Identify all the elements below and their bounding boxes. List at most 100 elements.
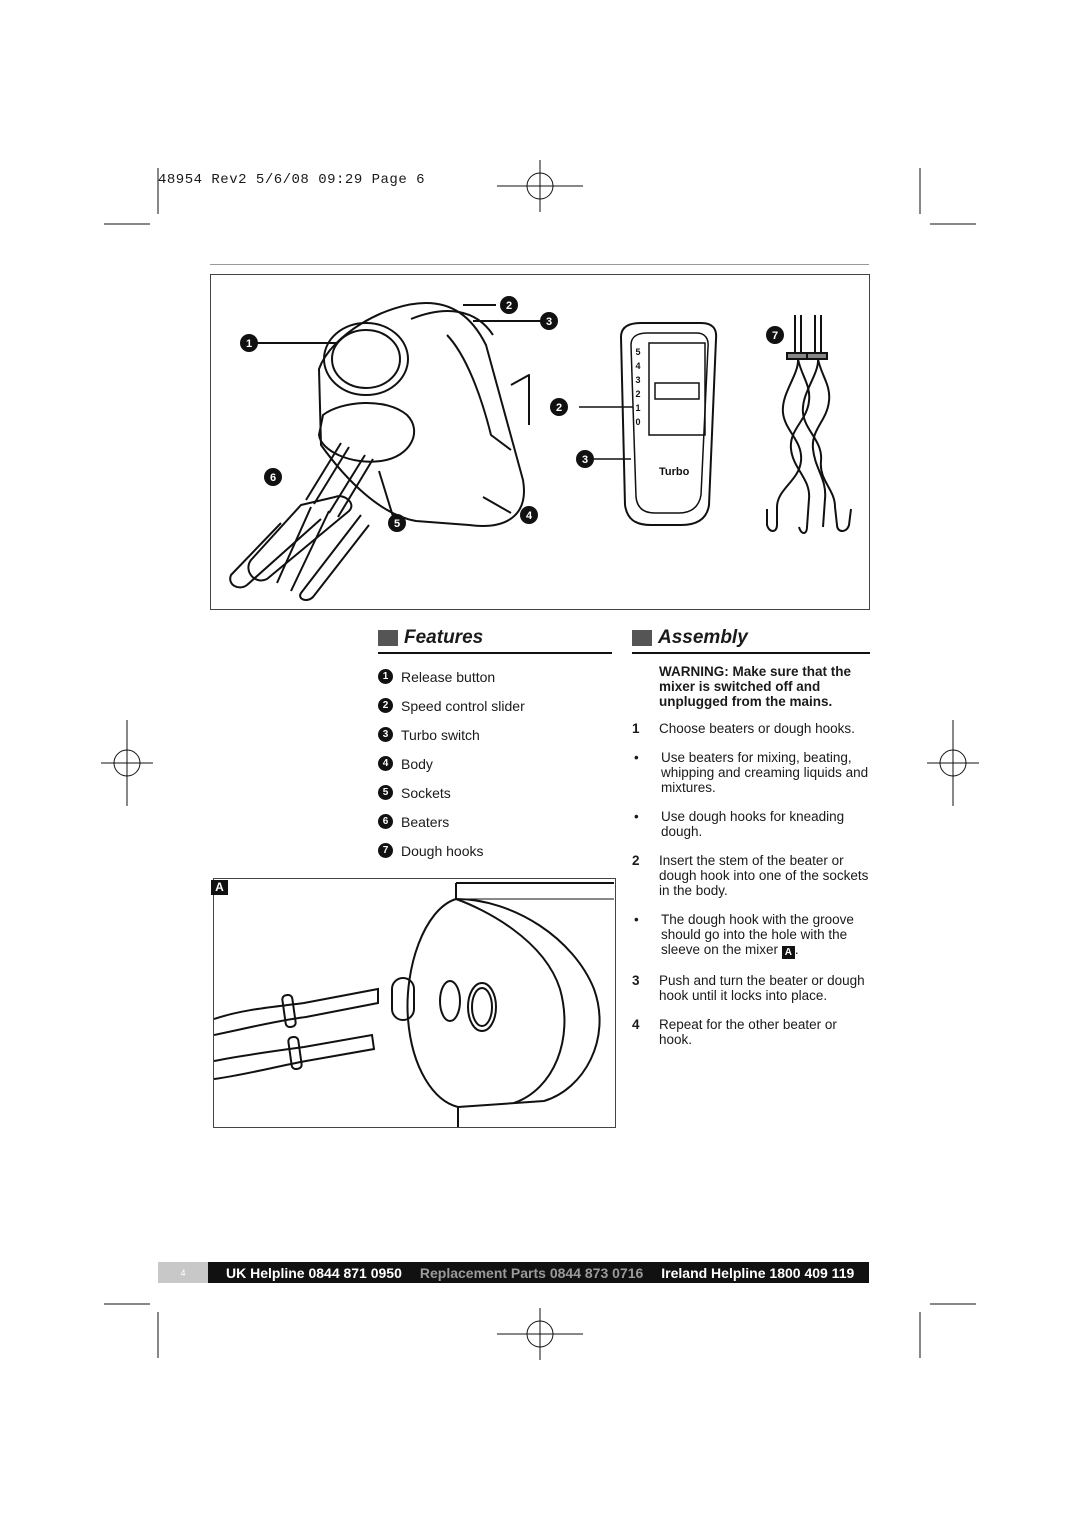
- assembly-step: • Use dough hooks for kneading dough.: [632, 809, 870, 839]
- stem-sleeve: [281, 993, 297, 1029]
- step-mark: 3: [632, 973, 640, 988]
- registration-mark-bottom: [497, 1308, 583, 1360]
- svg-text:2: 2: [635, 389, 640, 399]
- speed-scale: 5 4 3 2 1 0: [635, 347, 640, 427]
- svg-text:2: 2: [556, 402, 562, 414]
- step-text: The dough hook with the groove should go…: [661, 912, 854, 959]
- turbo-label: Turbo: [659, 466, 690, 478]
- beater-cage: [247, 495, 353, 582]
- svg-text:2: 2: [506, 300, 512, 312]
- assembly-heading: Assembly: [632, 624, 870, 654]
- svg-text:1: 1: [246, 338, 252, 350]
- assembly-section: Assembly: [632, 624, 870, 654]
- socket-dome: [318, 402, 416, 463]
- socket-sleeve: [391, 977, 415, 1021]
- list-item: 2 Speed control slider: [378, 691, 610, 720]
- svg-text:5: 5: [394, 518, 400, 530]
- section-marker: [632, 630, 652, 646]
- item-label: Beaters: [401, 813, 450, 830]
- svg-text:6: 6: [270, 472, 276, 484]
- assembly-step: • The dough hook with the groove should g…: [632, 912, 870, 959]
- item-label: Turbo switch: [401, 726, 480, 743]
- step-mark: •: [634, 912, 639, 927]
- step-text: Repeat for the other beater or hook.: [659, 1017, 837, 1047]
- step-text: Insert the stem of the beater or dough h…: [659, 853, 869, 898]
- step-text: Use beaters for mixing, beating, whippin…: [661, 750, 869, 795]
- svg-text:1: 1: [635, 403, 640, 413]
- step-mark: 2: [632, 853, 640, 868]
- uk-helpline: UK Helpline 0844 871 0950: [226, 1264, 402, 1281]
- svg-text:3: 3: [546, 316, 552, 328]
- page-number: 4: [158, 1262, 208, 1283]
- registration-mark-top: [497, 160, 583, 212]
- assembly-step: 4 Repeat for the other beater or hook.: [632, 1017, 870, 1047]
- figure-a: [213, 878, 616, 1128]
- assembly-step: 1 Choose beaters or dough hooks.: [632, 721, 870, 736]
- body-front: [406, 883, 459, 1127]
- replacement-parts: Replacement Parts 0844 873 0716: [419, 1264, 644, 1281]
- list-item: 1 Release button: [378, 662, 610, 691]
- mixer-callouts: 1 2 3 4 5 6: [240, 296, 558, 532]
- print-slug: 48954 Rev2 5/6/08 09:29 Page 6: [158, 172, 426, 188]
- item-number: 5: [378, 785, 393, 800]
- item-label: Body: [401, 755, 433, 772]
- dough-hooks: [766, 315, 852, 534]
- features-illustration: 1 2 3 4 5 6 5 4 3 2 1 0 Turbo 2 3: [210, 274, 870, 610]
- release-button: [323, 322, 409, 396]
- item-label: Sockets: [401, 784, 451, 801]
- list-item: 5 Sockets: [378, 778, 610, 807]
- list-item: 6 Beaters: [378, 807, 610, 836]
- ireland-helpline: Ireland Helpline 1800 409 119: [661, 1264, 855, 1281]
- item-label: Release button: [401, 668, 496, 685]
- helpline-footer: 4 UK Helpline 0844 871 0950 Replacement …: [158, 1262, 869, 1283]
- svg-text:4: 4: [526, 510, 533, 522]
- socket-hole: [439, 980, 461, 1022]
- dough-hook-callout: 7: [772, 330, 778, 342]
- features-section: Features: [378, 624, 612, 654]
- step-mark: 1: [632, 721, 640, 736]
- step-mark: 4: [632, 1017, 640, 1032]
- assembly-step: 2 Insert the stem of the beater or dough …: [632, 853, 870, 898]
- svg-text:0: 0: [635, 417, 640, 427]
- list-item: 4 Body: [378, 749, 610, 778]
- step-text: Choose beaters or dough hooks.: [659, 721, 855, 736]
- item-number: 2: [378, 698, 393, 713]
- section-marker: [378, 630, 398, 646]
- item-number: 4: [378, 756, 393, 771]
- list-item: 7 Dough hooks: [378, 836, 610, 865]
- item-label: Speed control slider: [401, 697, 525, 714]
- header-rule: [210, 264, 869, 265]
- item-number: 7: [378, 843, 393, 858]
- assembly-body: WARNING: Make sure that the mixer is swi…: [632, 660, 870, 1061]
- svg-text:4: 4: [635, 361, 640, 371]
- beater-stem: [213, 987, 379, 1036]
- assembly-step: • Use beaters for mixing, beating, whippi…: [632, 750, 870, 795]
- item-number: 1: [378, 669, 393, 684]
- svg-text:3: 3: [635, 375, 640, 385]
- figure-ref-badge: A: [781, 946, 795, 959]
- step-text: Use dough hooks for kneading dough.: [661, 809, 845, 839]
- step-mark: •: [634, 809, 639, 824]
- warning-text: WARNING: Make sure that the mixer is swi…: [659, 664, 852, 709]
- socket-closeup-illustration: [213, 882, 614, 1127]
- registration-mark-left: [101, 720, 153, 806]
- list-item: 3 Turbo switch: [378, 720, 610, 749]
- features-heading: Features: [378, 624, 612, 654]
- step-text: Push and turn the beater or dough hook u…: [659, 973, 865, 1003]
- mixer-body: [318, 302, 525, 527]
- control-callouts: 2 3: [550, 398, 594, 468]
- speed-control-panel: [579, 322, 718, 526]
- item-label: Dough hooks: [401, 842, 484, 859]
- item-number: 6: [378, 814, 393, 829]
- step-mark: •: [634, 750, 639, 765]
- registration-mark-right: [927, 720, 979, 806]
- svg-text:5: 5: [635, 347, 640, 357]
- item-number: 3: [378, 727, 393, 742]
- socket-ring: [467, 982, 497, 1032]
- svg-text:3: 3: [582, 454, 588, 466]
- assembly-step: 3 Push and turn the beater or dough hook …: [632, 973, 870, 1003]
- hand-mixer-illustration: 1 2 3 4 5 6 5 4 3 2 1 0 Turbo 2 3: [229, 296, 852, 601]
- speed-slider-knob: [654, 382, 700, 400]
